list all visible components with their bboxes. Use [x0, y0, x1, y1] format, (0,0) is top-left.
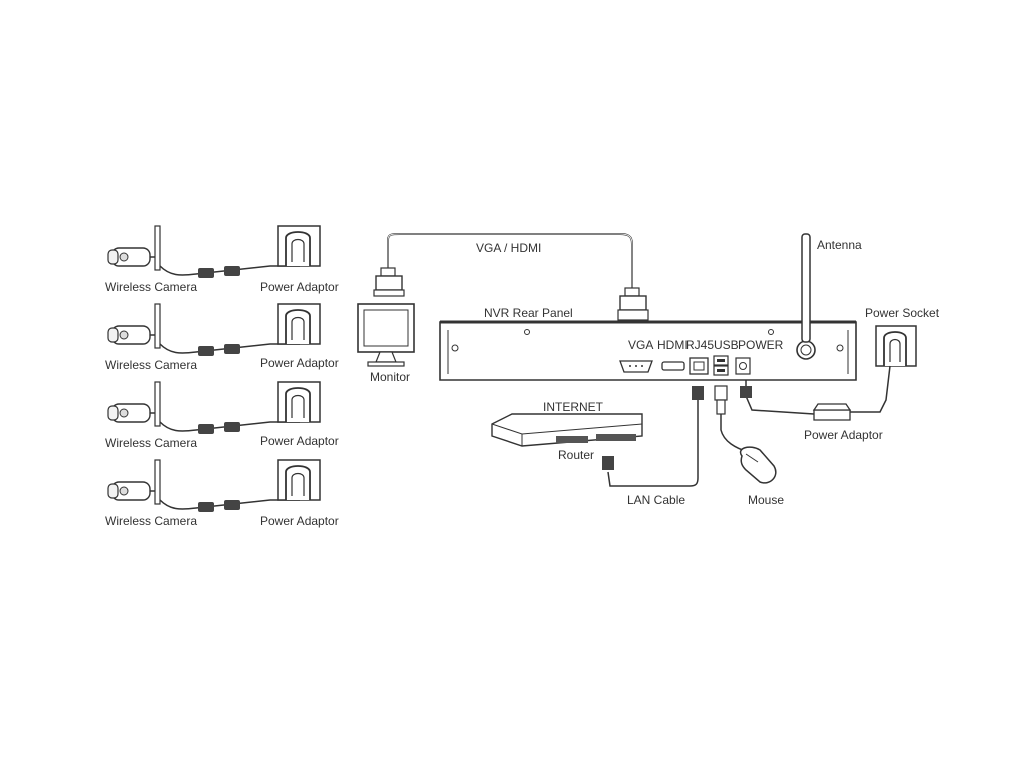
- vga-hdmi-label: VGA / HDMI: [476, 241, 541, 255]
- nvr-title: NVR Rear Panel: [484, 306, 573, 320]
- lan-cable-label: LAN Cable: [627, 493, 685, 507]
- camera-label: Wireless Camera: [105, 514, 197, 528]
- hdmi-port: [661, 361, 685, 371]
- nvr-power-adaptor-label: Power Adaptor: [804, 428, 883, 442]
- power-adaptor-label: Power Adaptor: [260, 280, 339, 294]
- power-cable: [850, 365, 891, 413]
- camera-row: Wireless Camera Power Adaptor: [105, 381, 339, 450]
- port-label-power: POWER: [738, 338, 784, 352]
- vga-port: [619, 360, 653, 373]
- internet-label: INTERNET: [543, 400, 604, 414]
- monitor-icon: [357, 303, 415, 367]
- port-label-vga: VGA: [628, 338, 653, 352]
- router-label: Router: [558, 448, 594, 462]
- mouse-label: Mouse: [748, 493, 784, 507]
- wireless-camera-icon: [107, 303, 321, 357]
- nvr-rear-panel: [439, 320, 857, 381]
- camera-row: Wireless Camera Power Adaptor: [105, 459, 339, 528]
- power-adaptor-label: Power Adaptor: [260, 514, 339, 528]
- camera-label: Wireless Camera: [105, 436, 197, 450]
- power-port: [735, 357, 751, 375]
- vga-hdmi-cable: [373, 233, 649, 321]
- antenna-icon: [801, 233, 811, 343]
- mouse-icon: [739, 446, 777, 484]
- wireless-camera-icon: [107, 459, 321, 513]
- camera-label: Wireless Camera: [105, 358, 197, 372]
- power-adaptor-label: Power Adaptor: [260, 356, 339, 370]
- port-label-rj45: RJ45: [686, 338, 714, 352]
- camera-row: Wireless Camera Power Adaptor: [105, 225, 339, 294]
- power-plug: [740, 386, 752, 398]
- camera-row: Wireless Camera Power Adaptor: [105, 303, 339, 372]
- wireless-camera-icon: [107, 225, 321, 279]
- camera-label: Wireless Camera: [105, 280, 197, 294]
- power-adaptor-icon: [812, 403, 852, 421]
- antenna-label: Antenna: [817, 238, 862, 252]
- wireless-camera-icon: [107, 381, 321, 435]
- power-socket-icon: [875, 325, 917, 367]
- usb-port: [713, 355, 729, 376]
- port-label-usb: USB: [714, 338, 739, 352]
- power-cable: [745, 380, 815, 415]
- router-icon: [491, 413, 643, 447]
- power-adaptor-label: Power Adaptor: [260, 434, 339, 448]
- lan-cable: [602, 386, 704, 487]
- monitor-label: Monitor: [370, 370, 410, 384]
- power-socket-label: Power Socket: [865, 306, 940, 320]
- port-label-hdmi: HDMI: [657, 338, 688, 352]
